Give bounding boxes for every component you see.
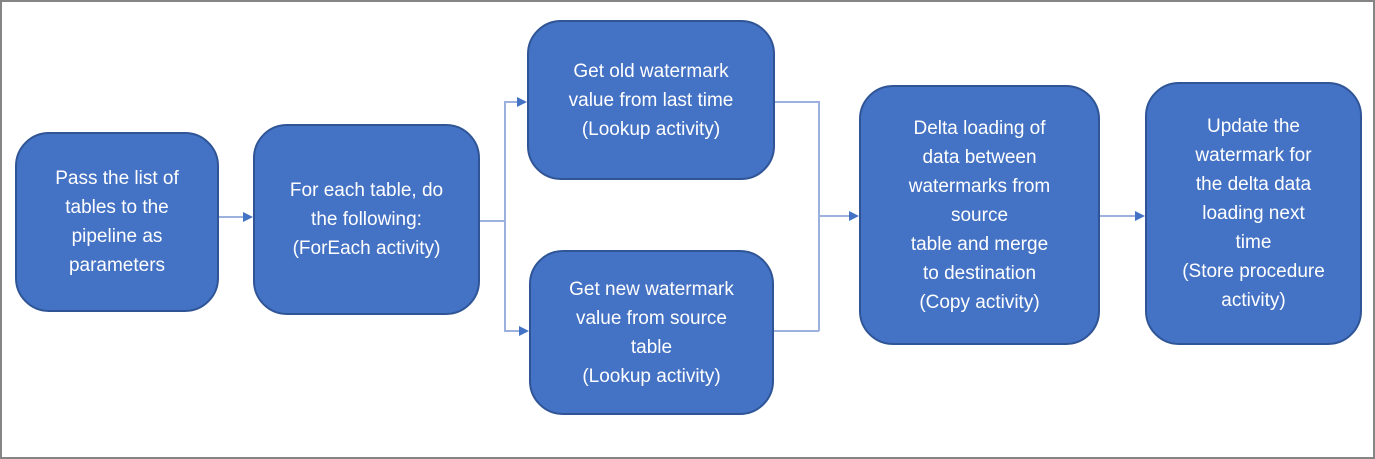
connector-foreach-branch-vertical <box>504 101 506 331</box>
connector-foreach-getnew-arrowhead-icon <box>519 326 529 336</box>
connector-merge-deltacopy-line <box>818 215 849 217</box>
connector-foreach-getnew-line <box>504 330 519 332</box>
connector-merge-deltacopy-arrowhead-icon <box>849 211 859 221</box>
connector-deltacopy-update-arrowhead-icon <box>1135 211 1145 221</box>
connector-deltacopy-update-line <box>1100 215 1135 217</box>
connector-getold-merge-line <box>775 101 819 103</box>
connector-foreach-getold-line <box>504 101 517 103</box>
connector-getnew-merge-line <box>774 330 819 332</box>
node-update-watermark: Update the watermark for the delta data … <box>1145 82 1362 345</box>
connector-passlist-foreach-line <box>219 216 243 218</box>
node-get-new-watermark: Get new watermark value from source tabl… <box>529 250 774 415</box>
connector-passlist-foreach-arrowhead-icon <box>243 212 253 222</box>
node-get-old-watermark: Get old watermark value from last time (… <box>527 20 775 180</box>
node-delta-copy: Delta loading of data between watermarks… <box>859 85 1100 345</box>
node-pass-list: Pass the list of tables to the pipeline … <box>15 132 219 312</box>
connector-foreach-getold-arrowhead-icon <box>517 97 527 107</box>
connector-foreach-branch-stub <box>480 220 505 222</box>
node-foreach: For each table, do the following: (ForEa… <box>253 124 480 315</box>
